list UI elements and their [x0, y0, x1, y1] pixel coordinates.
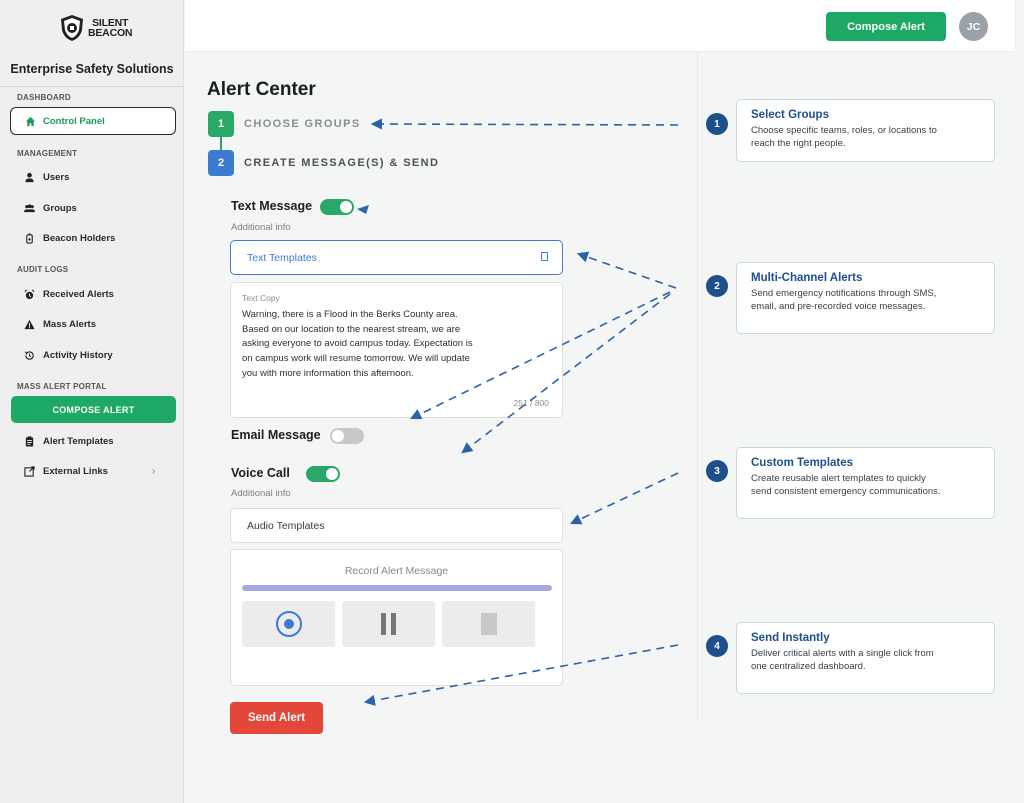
- text-templates-select[interactable]: Text Templates: [230, 240, 563, 275]
- pause-button[interactable]: [342, 601, 435, 647]
- compose-alert-sidebar-button[interactable]: COMPOSE ALERT: [11, 396, 176, 423]
- audio-templates-select[interactable]: Audio Templates: [230, 508, 563, 543]
- text-message-label: Text Message: [231, 199, 313, 213]
- sidebar-item-label: Control Panel: [43, 115, 105, 127]
- org-name: Enterprise Safety Solutions: [10, 62, 174, 76]
- clipboard-icon: [25, 436, 34, 447]
- stop-button[interactable]: [442, 601, 535, 647]
- compose-alert-button[interactable]: Compose Alert: [826, 12, 946, 41]
- sidebar-item-groups[interactable]: Groups: [24, 203, 77, 214]
- group-icon: [24, 204, 35, 213]
- alarm-icon: [24, 289, 35, 300]
- callout-title: Select Groups: [751, 109, 829, 121]
- sidebar-item-label: Mass Alerts: [43, 319, 96, 330]
- callout-body: Create reusable alert templates to quick…: [751, 473, 941, 497]
- text-copy-body: Warning, there is a Flood in the Berks C…: [242, 309, 473, 379]
- callout-select-groups: Select Groups Choose specific teams, rol…: [736, 99, 995, 162]
- beacon-icon: [26, 233, 33, 244]
- page-title: Alert Center: [207, 79, 316, 100]
- sidebar-item-label: Users: [43, 172, 70, 183]
- warning-icon: [24, 319, 35, 330]
- audio-templates-placeholder: Audio Templates: [247, 519, 325, 532]
- sidebar-item-alert-templates[interactable]: Alert Templates: [24, 436, 114, 447]
- send-alert-button[interactable]: Send Alert: [230, 702, 323, 734]
- record-button[interactable]: [242, 601, 335, 647]
- callout-send-instantly: Send Instantly Deliver critical alerts w…: [736, 622, 995, 694]
- sidebar-item-label: Received Alerts: [43, 289, 114, 300]
- sidebar-item-label: Alert Templates: [43, 436, 114, 447]
- step-1-badge[interactable]: 1: [208, 111, 234, 137]
- callout-body: Deliver critical alerts with a single cl…: [751, 648, 934, 672]
- divider: [0, 86, 184, 87]
- callout-custom-templates: Custom Templates Create reusable alert t…: [736, 447, 995, 519]
- sidebar-item-external-links[interactable]: External Links: [24, 466, 108, 477]
- callout-body: Choose specific teams, roles, or locatio…: [751, 125, 937, 149]
- email-message-label: Email Message: [231, 428, 321, 442]
- sidebar-item-label: External Links: [43, 466, 108, 477]
- section-dashboard: DASHBOARD: [17, 93, 71, 102]
- sidebar-item-beacon-holders[interactable]: Beacon Holders: [24, 233, 115, 244]
- step-1-label[interactable]: CHOOSE GROUPS: [244, 118, 361, 130]
- text-message-toggle[interactable]: [320, 199, 354, 215]
- sidebar-item-label: Groups: [43, 203, 77, 214]
- pause-icon: [380, 613, 396, 635]
- recording-progress-bar: [242, 585, 552, 591]
- home-icon: [25, 116, 36, 126]
- email-message-toggle[interactable]: [330, 428, 364, 444]
- step-2-badge[interactable]: 2: [208, 150, 234, 176]
- sidebar-item-mass-alerts[interactable]: Mass Alerts: [24, 319, 96, 330]
- stop-icon: [480, 613, 497, 635]
- divider: [697, 52, 698, 722]
- user-icon: [25, 172, 34, 183]
- history-icon: [24, 351, 34, 360]
- sidebar-item-activity-history[interactable]: Activity History: [24, 350, 113, 361]
- text-templates-placeholder: Text Templates: [247, 251, 317, 264]
- text-copy-label: Text Copy: [242, 293, 280, 303]
- callout-body: Send emergency notifications through SMS…: [751, 288, 937, 312]
- char-count: 251 / 800: [513, 398, 549, 408]
- chevron-right-icon[interactable]: ›: [152, 466, 156, 477]
- shield-logo-icon: [61, 15, 83, 41]
- sidebar-item-label: Beacon Holders: [43, 233, 116, 244]
- section-audit: AUDIT LOGS: [17, 265, 69, 274]
- callout-number: 1: [706, 113, 728, 135]
- text-message-sub: Additional info: [231, 222, 291, 233]
- callout-title: Multi-Channel Alerts: [751, 272, 863, 284]
- audio-recorder: Record Alert Message: [230, 549, 563, 686]
- template-icon: [541, 252, 548, 261]
- voice-call-sub: Additional info: [231, 488, 291, 499]
- callout-title: Send Instantly: [751, 632, 830, 644]
- step-2-label[interactable]: CREATE MESSAGE(S) & SEND: [244, 157, 440, 169]
- section-management: MANAGEMENT: [17, 149, 78, 158]
- voice-call-toggle[interactable]: [306, 466, 340, 482]
- text-copy-textarea[interactable]: Text Copy Warning, there is a Flood in t…: [230, 282, 563, 418]
- external-link-icon: [24, 466, 35, 477]
- callout-number: 2: [706, 275, 728, 297]
- record-title: Record Alert Message: [344, 565, 449, 577]
- voice-call-label: Voice Call: [231, 466, 290, 480]
- step-connector: [220, 136, 222, 150]
- callout-number: 3: [706, 460, 728, 482]
- avatar[interactable]: JC: [959, 12, 988, 41]
- sidebar-item-received-alerts[interactable]: Received Alerts: [24, 289, 114, 300]
- sidebar-item-label: Activity History: [43, 350, 113, 361]
- callout-number: 4: [706, 635, 728, 657]
- sidebar-item-users[interactable]: Users: [24, 172, 69, 183]
- section-portal: MASS ALERT PORTAL: [17, 382, 107, 391]
- callout-multi-channel: Multi-Channel Alerts Send emergency noti…: [736, 262, 995, 334]
- sidebar-item-control-panel[interactable]: Control Panel: [10, 107, 176, 135]
- callout-title: Custom Templates: [751, 457, 854, 469]
- record-icon: [275, 611, 302, 637]
